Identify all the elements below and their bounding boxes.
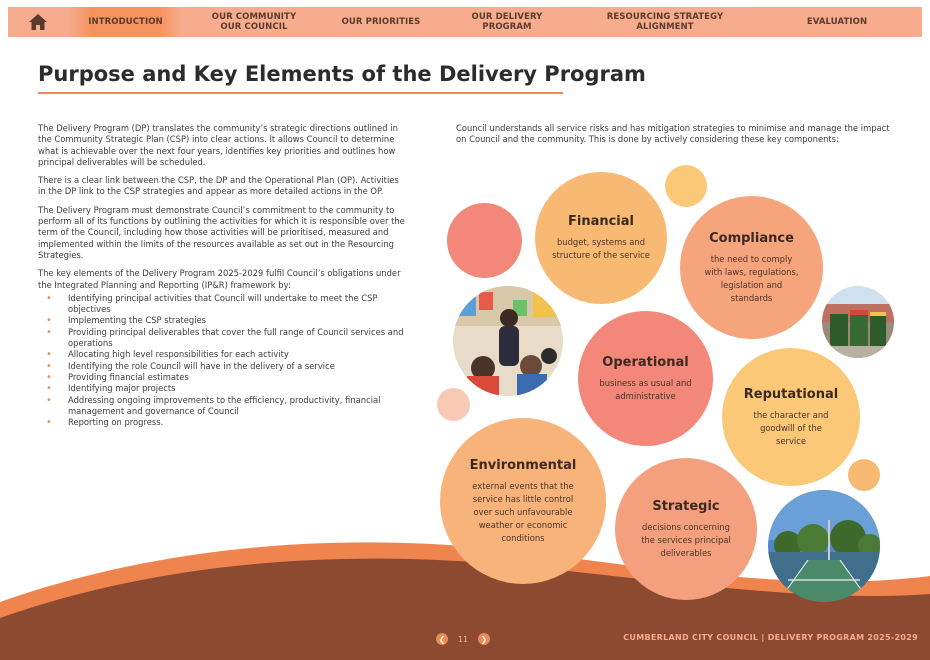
component-environmental: Environmental external events that the s… [440, 418, 606, 584]
component-title: Financial [567, 214, 634, 229]
nav-our-community[interactable]: OUR COMMUNITY OUR COUNCIL [211, 12, 297, 32]
decorative-circle [848, 459, 880, 491]
classroom-photo [453, 286, 563, 396]
bottom-wave [0, 542, 930, 660]
paragraph-4: The key elements of the Delivery Program… [38, 268, 401, 290]
list-item: Reporting on progress. [38, 417, 408, 429]
previous-page-button[interactable]: ❮ [436, 633, 448, 645]
footer-publisher: CUMBERLAND CITY COUNCIL | DELIVERY PROGR… [623, 633, 918, 642]
chevron-right-icon: ❯ [480, 634, 488, 644]
next-page-button[interactable]: ❯ [478, 633, 490, 645]
decorative-circle [447, 203, 522, 278]
component-title: Environmental [469, 457, 577, 473]
home-button[interactable] [8, 7, 68, 37]
component-compliance: Compliance the need to comply with laws,… [680, 196, 823, 339]
component-strategic: Strategic decisions concerning the servi… [615, 458, 757, 600]
list-item: Allocating high level responsibilities f… [38, 349, 408, 361]
page-title: Purpose and Key Elements of the Delivery… [38, 62, 646, 86]
page-number: 11 [457, 634, 469, 644]
nav-our-priorities[interactable]: OUR PRIORITIES [341, 17, 421, 27]
component-title: Compliance [709, 230, 794, 246]
list-item: Identifying major projects [38, 383, 408, 395]
left-column: The Delivery Program (DP) translates the… [38, 123, 408, 429]
tennis-court-photo [768, 490, 880, 602]
component-description: the need to comply with laws, regulation… [704, 253, 799, 303]
component-description: external events that the service has lit… [472, 480, 574, 543]
component-reputational: Reputational the character and goodwill … [722, 348, 860, 486]
nav-evaluation[interactable]: EVALUATION [806, 17, 868, 27]
component-description: budget, systems and structure of the ser… [552, 237, 650, 260]
top-navigation: INTRODUCTION OUR COMMUNITY OUR COUNCIL O… [8, 7, 922, 37]
component-operational: Operational business as usual and admini… [578, 311, 713, 446]
nav-introduction[interactable]: INTRODUCTION [68, 7, 183, 37]
component-title: Reputational [743, 386, 839, 402]
component-financial: Financial budget, systems and structure … [535, 172, 667, 304]
decorative-circle [665, 165, 707, 207]
paragraph-3: The Delivery Program must demonstrate Co… [38, 204, 405, 260]
nav-resourcing-strategy[interactable]: RESOURCING STRATEGY ALIGNMENT [606, 12, 724, 32]
component-title: Strategic [652, 498, 720, 514]
list-item: Providing principal deliverables that co… [38, 327, 408, 350]
list-item: Implementing the CSP strategies [38, 315, 408, 327]
home-icon [29, 14, 47, 30]
decorative-circle [437, 388, 470, 421]
list-item: Identifying principal activities that Co… [38, 293, 408, 316]
paragraph-2: There is a clear link between the CSP, t… [38, 175, 399, 197]
component-title: Operational [602, 354, 689, 370]
nav-delivery-program[interactable]: OUR DELIVERY PROGRAM [471, 12, 543, 32]
right-intro: Council understands all service risks an… [456, 123, 890, 145]
component-description: decisions concerning the services princi… [641, 521, 731, 558]
list-item: Providing financial estimates [38, 372, 408, 384]
paragraph-1: The Delivery Program (DP) translates the… [38, 123, 398, 167]
list-item: Addressing ongoing improvements to the e… [38, 395, 408, 418]
key-elements-list: Identifying principal activities that Co… [38, 293, 408, 429]
pagination: ❮ 11 ❯ [436, 633, 490, 645]
chevron-left-icon: ❮ [438, 634, 446, 644]
bins-photo [822, 286, 894, 358]
component-description: business as usual and administrative [599, 377, 692, 401]
title-underline [38, 92, 563, 94]
list-item: Identifying the role Council will have i… [38, 361, 408, 373]
component-description: the character and goodwill of the servic… [753, 409, 829, 446]
